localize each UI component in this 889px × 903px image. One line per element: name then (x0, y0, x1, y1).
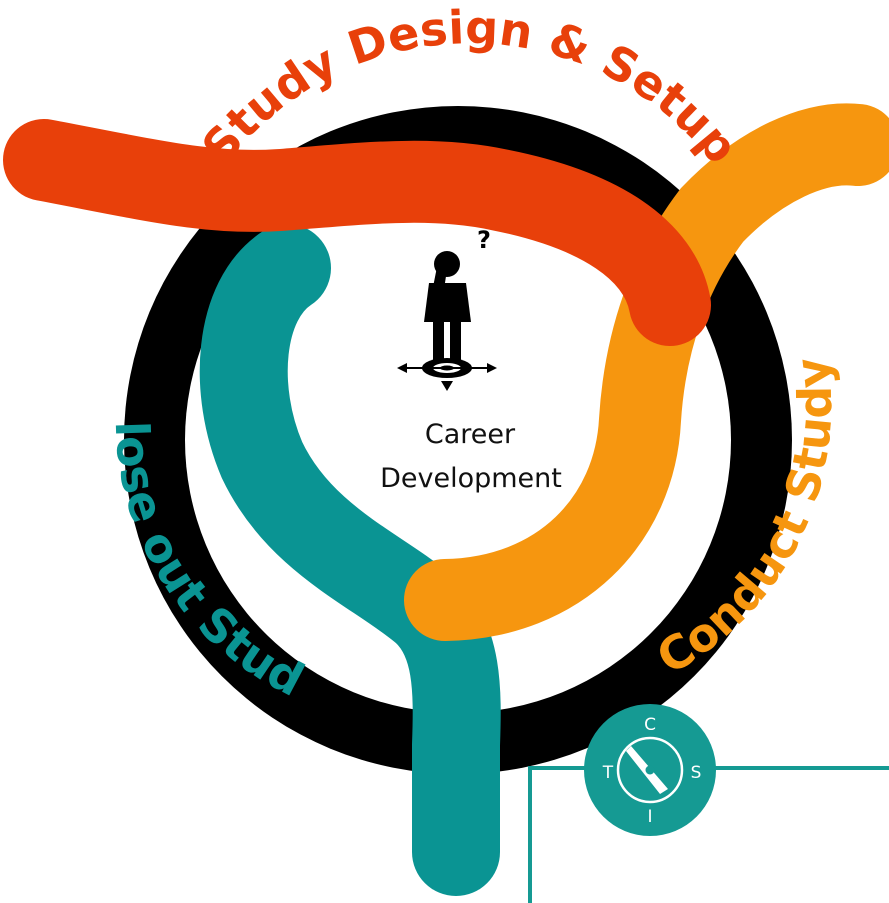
question-mark: ? (477, 226, 491, 254)
logo-letter-right: S (691, 763, 702, 783)
person-thinking-crossroads-icon (397, 251, 497, 391)
logo-letter-top: C (644, 715, 656, 735)
center-line-2: Development (380, 463, 562, 494)
closeout-band (199, 224, 501, 896)
logo-letter-bottom: I (647, 807, 652, 827)
frame-lines (528, 766, 889, 903)
center-line-1: Career (425, 419, 516, 450)
setup-band (3, 119, 711, 346)
logo-letter-left: T (602, 763, 614, 783)
compass-icon (584, 704, 716, 836)
